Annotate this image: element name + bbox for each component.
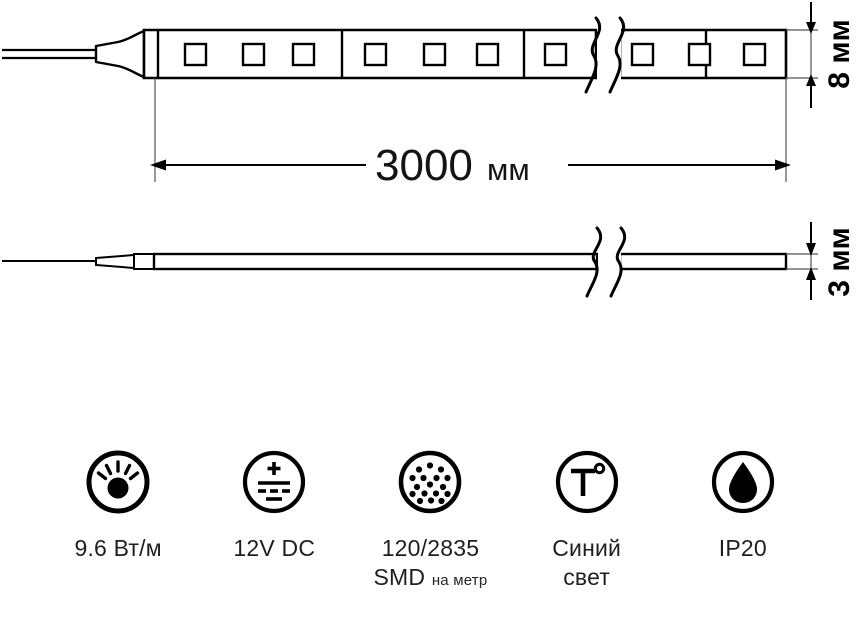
lamp-rays-icon <box>86 450 150 514</box>
break-symbol-top <box>584 16 626 94</box>
spec-color-line2: свет <box>563 564 611 590</box>
connector-block-side <box>133 253 155 270</box>
led-density-dots-icon <box>399 450 462 514</box>
spec-label-led-density: 120/2835 SMD на метр <box>374 534 488 595</box>
led-chips-top <box>183 42 767 67</box>
length-dimension-3000mm <box>150 78 791 182</box>
height-dimension-8mm-label: 8 мм <box>823 19 856 88</box>
length-dimension-3000mm-unit: мм <box>487 152 530 187</box>
connector-sheath-top <box>94 29 146 79</box>
thickness-dimension-3mm <box>786 222 818 300</box>
led-strip-side-view: 3 мм <box>2 222 856 300</box>
spec-ip-value: IP20 <box>718 535 767 561</box>
specification-row: 9.6 Вт/м 12V DC <box>0 448 861 624</box>
spec-item-power: 9.6 Вт/м <box>43 448 193 563</box>
spec-label-voltage: 12V DC <box>233 534 315 563</box>
height-dimension-8mm <box>786 2 818 108</box>
length-dimension-3000mm-value: 3000 <box>375 141 473 190</box>
spec-item-ip-rating: IP20 <box>668 448 818 563</box>
color-temperature-icon <box>555 450 618 514</box>
spec-label-color-temperature: Синий свет <box>552 534 621 592</box>
spec-item-voltage: 12V DC <box>199 448 349 563</box>
spec-power-value: 9.6 Вт/м <box>74 535 162 561</box>
spec-color-line1: Синий <box>552 535 622 561</box>
lead-wires-top <box>2 48 96 60</box>
spec-label-ip-rating: IP20 <box>719 534 767 563</box>
strip-profile-right <box>618 252 788 271</box>
spec-label-power: 9.6 Вт/м <box>74 534 161 563</box>
break-gap-mask-side <box>598 250 621 273</box>
thickness-dimension-3mm-label: 3 мм <box>823 227 856 296</box>
spec-item-led-density: 120/2835 SMD на метр <box>355 448 505 595</box>
connector-sheath-side <box>95 253 135 270</box>
dc-voltage-icon <box>243 450 306 514</box>
water-drop-icon <box>711 450 774 514</box>
spec-voltage-value: 12V DC <box>233 535 316 561</box>
break-symbol-side <box>585 226 627 298</box>
led-strip-top-view: 8 мм 3000 мм <box>2 2 856 190</box>
spec-led-count: 120/2835 <box>381 535 480 561</box>
spec-led-type: SMD <box>373 564 426 590</box>
strip-profile-left <box>152 252 599 271</box>
spec-led-per-meter: на метр <box>431 572 488 589</box>
spec-item-color-temperature: Синий свет <box>512 448 662 592</box>
